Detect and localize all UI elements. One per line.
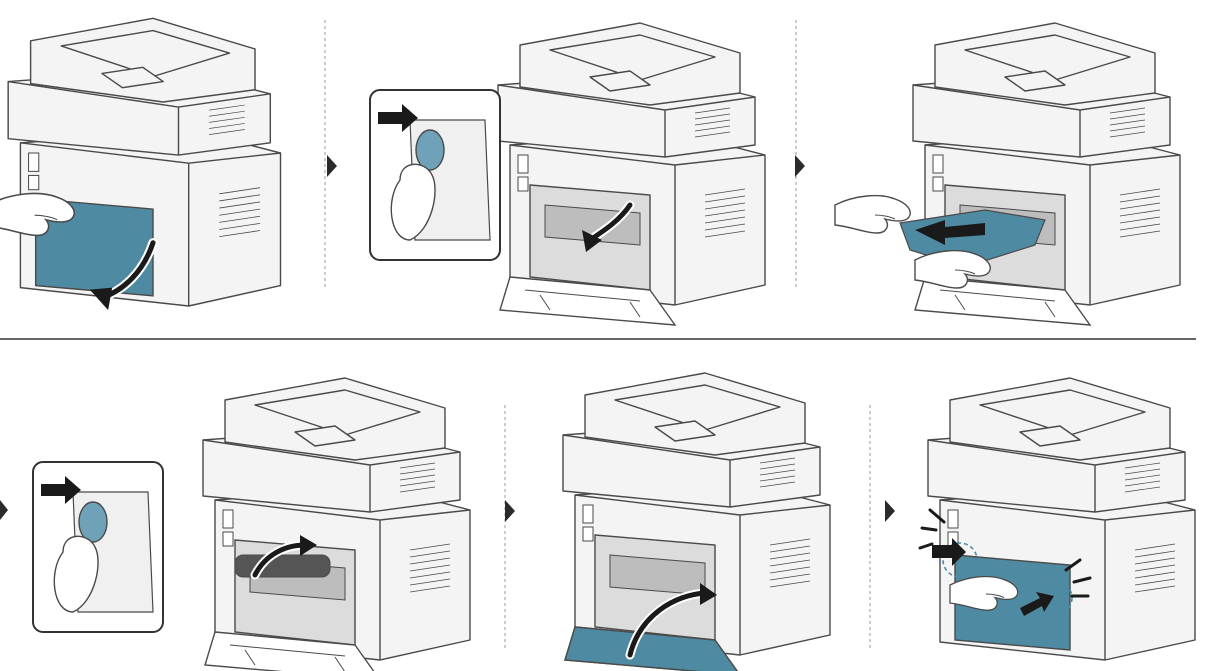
step-2-printer	[498, 23, 765, 325]
hand-icon	[835, 196, 910, 233]
step-arrow-icon	[885, 500, 895, 522]
step-3-printer	[835, 23, 1180, 325]
zoom-inset	[370, 90, 500, 260]
step-arrow-icon	[795, 155, 805, 177]
fuser-lever	[416, 130, 444, 170]
step-arrow-icon	[327, 155, 337, 177]
step-5-printer	[563, 373, 830, 671]
zoom-inset	[33, 462, 163, 632]
click-burst-icon	[920, 544, 932, 548]
down-arrow-icon-head	[90, 288, 112, 310]
fuser-roller	[235, 555, 330, 577]
fuser-lever	[79, 502, 107, 542]
step-6-printer	[920, 378, 1195, 660]
step-4-printer	[203, 378, 470, 671]
click-burst-icon	[922, 528, 936, 530]
step-1-printer	[0, 18, 281, 310]
step-arrow-icon	[505, 500, 515, 522]
step-arrow-icon	[0, 500, 8, 520]
